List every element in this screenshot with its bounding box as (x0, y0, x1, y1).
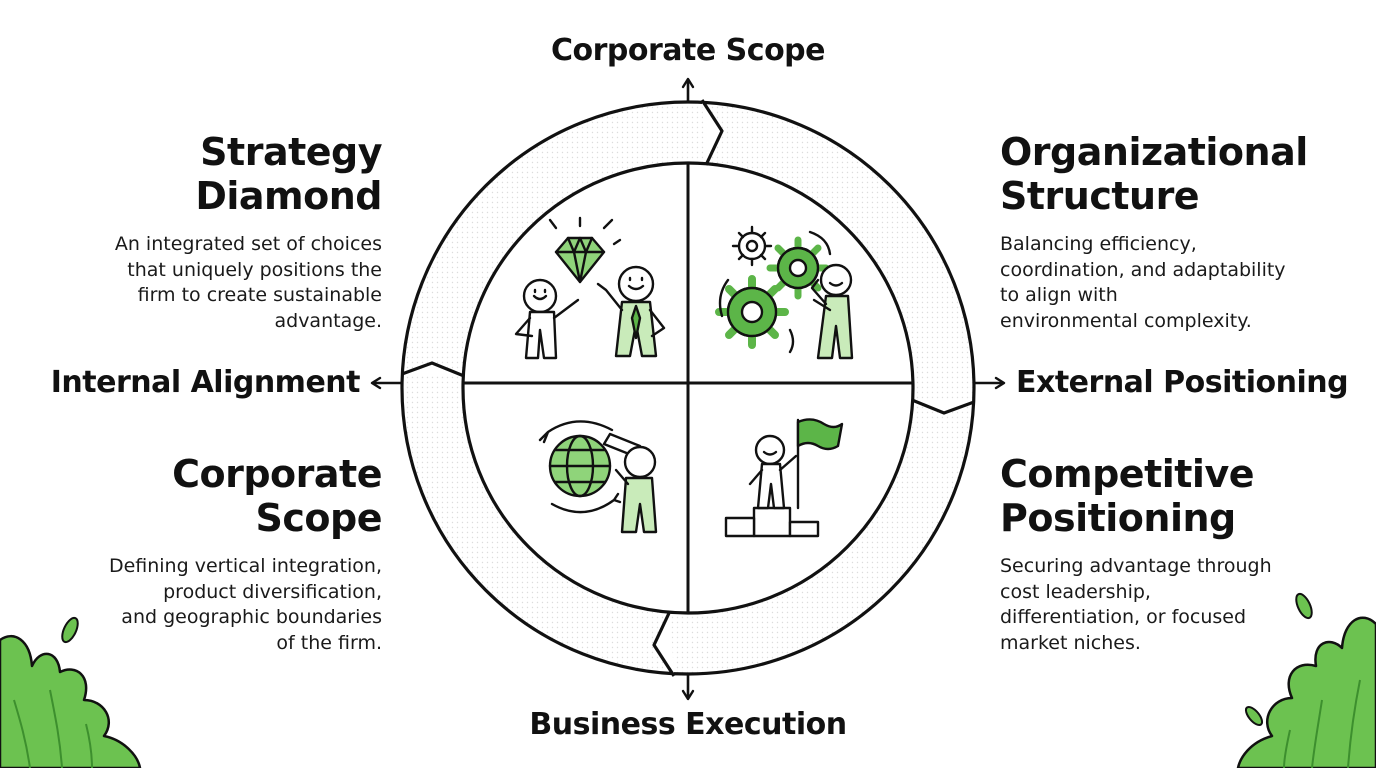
block-description: Securing advantage through cost leadersh… (1000, 555, 1272, 654)
block-title: Competitive Positioning (1000, 452, 1255, 540)
bush-left-decoration (0, 616, 142, 768)
bush-right-decoration (1236, 592, 1376, 768)
block-organizational-structure: Organizational Structure Balancing effic… (1000, 130, 1340, 334)
block-strategy-diamond: Strategy Diamond An integrated set of ch… (52, 130, 383, 334)
block-description: Defining vertical integration, product d… (108, 555, 382, 654)
axis-label-bottom: Business Execution (529, 707, 847, 742)
axis-label-left: Internal Alignment (50, 365, 361, 400)
axis-label-right: External Positioning (1016, 365, 1349, 400)
block-description: Balancing efficiency, coordination, and … (1000, 233, 1286, 332)
diamond-with-people-icon (514, 216, 666, 360)
axis-label-top: Corporate Scope (551, 33, 826, 68)
axes (370, 77, 1006, 701)
podium-with-flag-icon (724, 418, 844, 538)
block-title: Corporate Scope (172, 452, 382, 540)
gears-with-person-icon (715, 225, 854, 360)
block-corporate-scope: Corporate Scope Defining vertical integr… (52, 452, 383, 656)
block-competitive-positioning: Competitive Positioning Securing advanta… (1000, 452, 1340, 656)
block-title: Strategy Diamond (195, 130, 382, 218)
globe-with-telescope-icon (538, 420, 658, 534)
block-title: Organizational Structure (1000, 130, 1308, 218)
block-description: An integrated set of choices that unique… (114, 233, 382, 332)
